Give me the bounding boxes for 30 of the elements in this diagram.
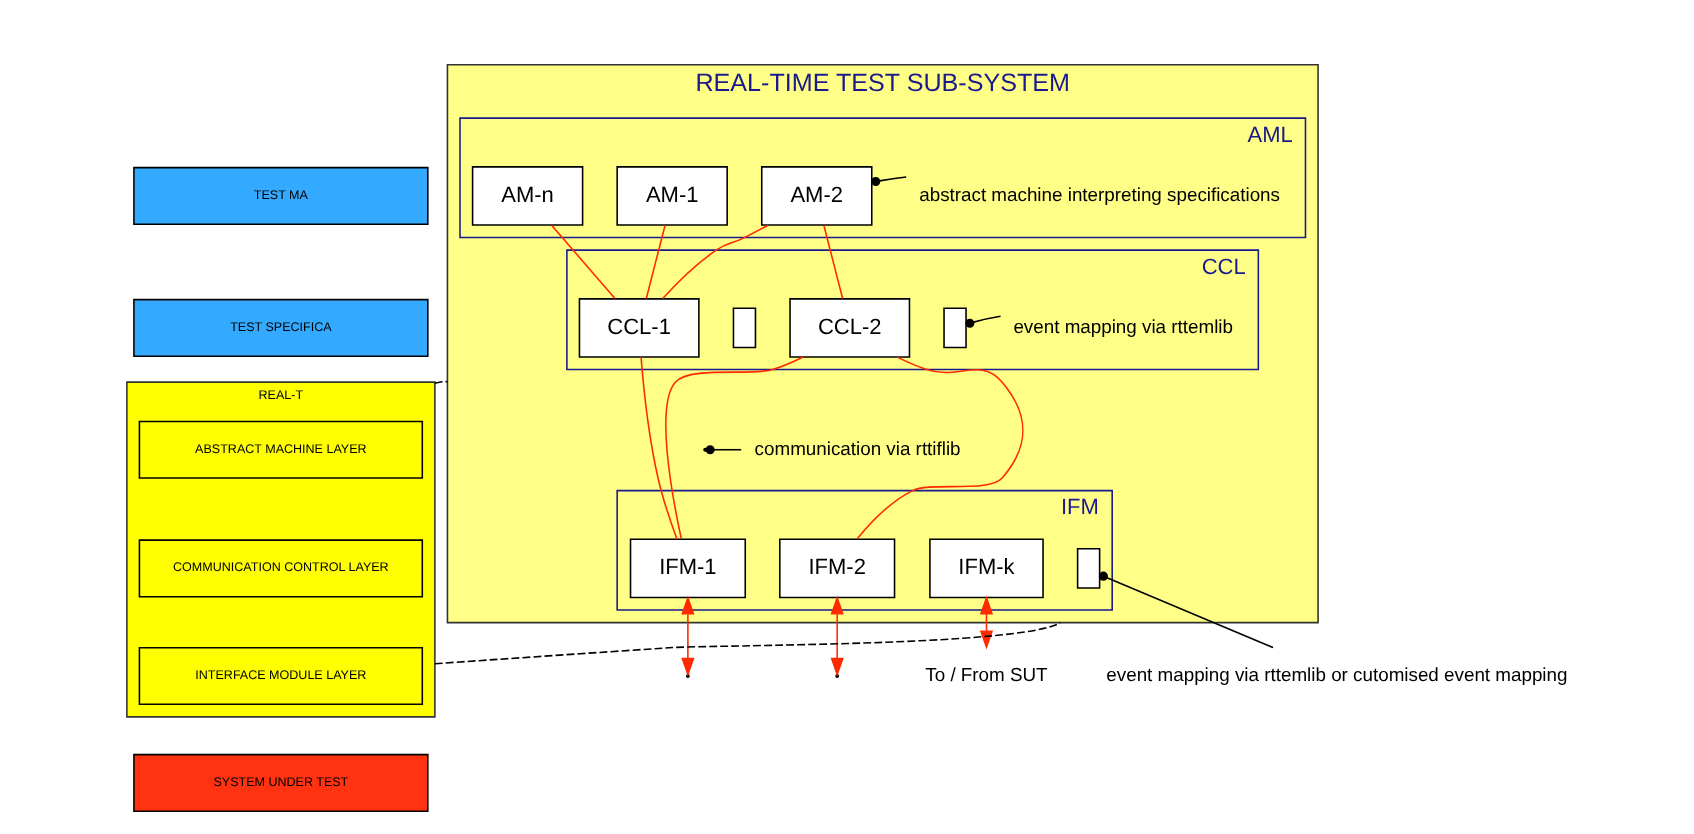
node-box: CCL-1 [578,298,700,358]
connector [965,315,1002,328]
node-box: IFM-2 [779,538,896,599]
connector [713,448,742,451]
node-text: communication via rttiflib [754,436,961,459]
node-box: CCL-2 [789,298,911,358]
connector [640,356,678,540]
connector [661,224,769,300]
node-box: IFM-1 [629,538,747,599]
node-box [943,307,967,349]
arrow [681,595,695,677]
connector [1098,571,1274,649]
node-box: AM-1 [616,166,728,226]
node-box: IFM-k [929,538,1044,599]
connector [434,621,1062,665]
connector [856,356,1024,540]
node-box: AM-n [471,166,584,226]
node-box: AM-2 [760,166,873,226]
node-text: To / From SUT [925,662,1048,685]
connector [645,224,666,300]
connector [665,356,804,540]
node-box [1076,547,1101,589]
node-text: abstract machine interpreting specifications [919,182,1281,205]
connector [823,224,844,300]
node-text: event mapping via rttemlib or cutomised event mapping [1106,662,1568,685]
node-box [732,307,757,349]
node-text: event mapping via rttemlib [1013,314,1233,337]
connector [434,380,449,384]
connector [871,176,907,187]
arrow [830,595,844,677]
